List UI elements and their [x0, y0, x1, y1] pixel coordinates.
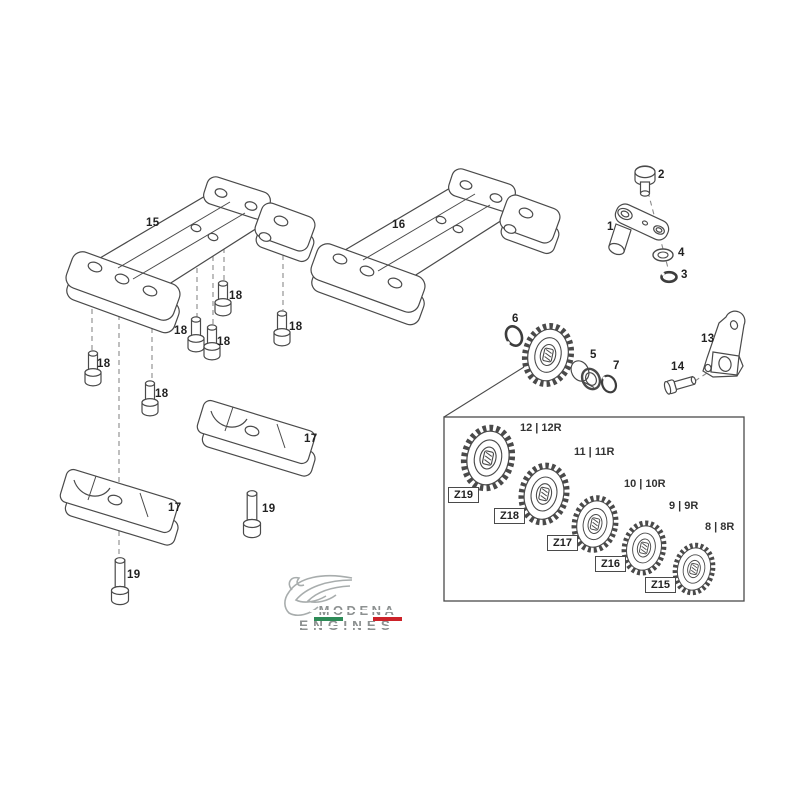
snap-ring-6: [504, 325, 524, 347]
callout-17-left: 17: [168, 502, 182, 514]
callout-4: 4: [678, 247, 685, 259]
callout-17-right: 17: [304, 433, 318, 445]
code-box-z15: Z15: [645, 577, 676, 593]
ratio-label-z19: 12 | 12R: [520, 422, 562, 434]
shoulder-bolt-2: [634, 165, 656, 197]
bushing-5: [570, 360, 602, 391]
engine-mount-bracket-16: [307, 165, 564, 329]
bolt-18-2: [187, 316, 205, 353]
callout-18-3: 18: [217, 336, 231, 348]
logo-text-engines: ENGINES: [290, 619, 404, 633]
callout-2: 2: [658, 169, 665, 181]
flag-red-segment: [372, 617, 402, 621]
code-box-z19: Z19: [448, 487, 479, 503]
callout-7: 7: [613, 360, 620, 372]
sprocket-main: [520, 322, 576, 388]
callout-1: 1: [607, 221, 614, 233]
o-ring-7: [600, 374, 618, 394]
callout-19-right: 19: [262, 503, 276, 515]
sprocket-z16: [620, 520, 668, 577]
callout-19-left: 19: [127, 569, 141, 581]
detail-leader-line: [443, 366, 525, 418]
code-box-z18: Z18: [494, 508, 525, 524]
callout-18-1: 18: [229, 290, 243, 302]
ratio-label-z16: 9 | 9R: [669, 500, 699, 512]
callout-18-4: 18: [289, 321, 303, 333]
flag-white-segment: [343, 617, 373, 621]
lever-bracket-1: [608, 203, 670, 256]
sprocket-z15: [671, 542, 717, 596]
logo-stencil-stripe-1: [310, 610, 405, 612]
sprocket-z19: [459, 424, 517, 493]
support-lever-13: [702, 310, 746, 378]
sprocket-detail-box: [443, 416, 745, 602]
bolt-14: [663, 375, 697, 395]
flag-green-segment: [314, 617, 344, 621]
callout-15: 15: [146, 217, 160, 229]
ratio-label-z15: 8 | 8R: [705, 521, 735, 533]
logo-stencil-stripe-2: [288, 626, 406, 628]
callout-16: 16: [392, 219, 406, 231]
ratio-label-z18: 11 | 11R: [574, 446, 615, 458]
callout-6: 6: [512, 313, 519, 325]
callout-14: 14: [671, 361, 685, 373]
ratio-label-z17: 10 | 10R: [624, 478, 666, 490]
snap-ring-3: [660, 270, 678, 284]
logo-flag-bar: [314, 617, 402, 621]
code-box-z17: Z17: [547, 535, 578, 551]
bolt-19-right: [242, 490, 262, 539]
callout-13: 13: [701, 333, 715, 345]
callout-18-5: 18: [97, 358, 111, 370]
clamp-plate-17-right: [194, 398, 318, 479]
callout-5: 5: [590, 349, 597, 361]
logo-wing-icon: [284, 574, 353, 616]
callout-18-2: 18: [174, 325, 188, 337]
bolt-19-left: [110, 557, 130, 606]
callout-18-6: 18: [155, 388, 169, 400]
bolt-18-4: [273, 310, 291, 347]
callout-3: 3: [681, 269, 688, 281]
washer-4: [652, 248, 674, 262]
code-box-z16: Z16: [595, 556, 626, 572]
